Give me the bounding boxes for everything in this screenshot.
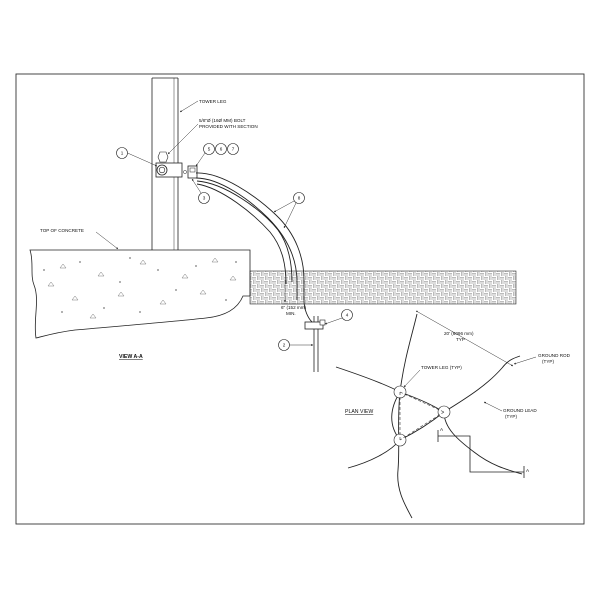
ground-rod — [303, 299, 326, 372]
svg-text:6: 6 — [220, 147, 223, 152]
section-mark-a-bottom: A — [526, 468, 530, 473]
view-labels: TOWER LEG 5/8"Ø (16Ø MM) BOLT PROVIDED W… — [40, 99, 258, 360]
concrete-aggregate — [43, 257, 237, 319]
callout-6: 6 — [215, 143, 227, 155]
ground-lead-ring — [397, 313, 418, 519]
label-ground-lead-1: GROUND LEAD — [503, 408, 537, 413]
concrete-foundation — [29, 249, 251, 339]
callout-5: 5 — [195, 143, 215, 167]
label-tower-leg: TOWER LEG — [199, 99, 227, 104]
section-mark-a-top: A — [440, 427, 444, 432]
svg-text:2: 2 — [283, 343, 286, 348]
soil-hatch — [249, 270, 517, 305]
svg-text:1: 1 — [121, 151, 124, 156]
plan-view-title: PLAN VIEW — [345, 409, 373, 415]
callout-7: 7 — [227, 143, 239, 155]
bolt-bracket — [155, 151, 198, 179]
plan-view: A A 20' (6096 mm) TYP GROUND ROD (TYP) T… — [335, 310, 571, 519]
view-a-a-title: VIEW A-A — [119, 354, 143, 360]
ground-lead-2 — [443, 411, 523, 475]
label-ground-lead-2: (TYP) — [505, 414, 517, 419]
label-ground-rod-2: (TYP) — [542, 359, 554, 364]
label-bolt-line-2: PROVIDED WITH SECTION — [199, 124, 258, 129]
svg-text:7: 7 — [232, 147, 235, 152]
view-a-a: 6" (152 mm) MIN. TOWER LEG 5/8"Ø (16Ø MM… — [29, 77, 517, 372]
label-top-of-concrete: TOP OF CONCRETE — [40, 228, 84, 233]
sheet-border — [15, 73, 585, 525]
depth-label-1: 6" (152 mm) — [281, 305, 307, 310]
spacing-dimension: 20' (6096 mm) TYP — [415, 310, 514, 367]
depth-label-2: MIN. — [286, 311, 296, 316]
depth-dimension: 6" (152 mm) MIN. — [281, 280, 307, 316]
svg-text:4: 4 — [346, 313, 349, 318]
callout-3: 3 — [191, 178, 210, 204]
label-tower-leg-typ: TOWER LEG (TYP) — [421, 365, 462, 370]
section-cut-a: A A — [437, 427, 530, 478]
callout-4: 4 — [324, 309, 353, 325]
svg-text:5: 5 — [208, 147, 211, 152]
spacing-label-1: 20' (6096 mm) — [444, 331, 474, 336]
svg-text:8: 8 — [298, 196, 301, 201]
callout-2: 2 — [278, 339, 314, 351]
ground-leads — [195, 172, 305, 300]
callout-1: 1 — [116, 147, 158, 167]
ground-lead-3 — [347, 391, 401, 469]
svg-text:3: 3 — [203, 196, 206, 201]
spacing-label-2: TYP — [456, 337, 465, 342]
label-ground-rod-1: GROUND ROD — [538, 353, 571, 358]
tower-base-dashed — [399, 391, 445, 441]
label-bolt-line-1: 5/8"Ø (16Ø MM) BOLT — [199, 118, 246, 123]
callout-8: 8 — [273, 192, 305, 229]
